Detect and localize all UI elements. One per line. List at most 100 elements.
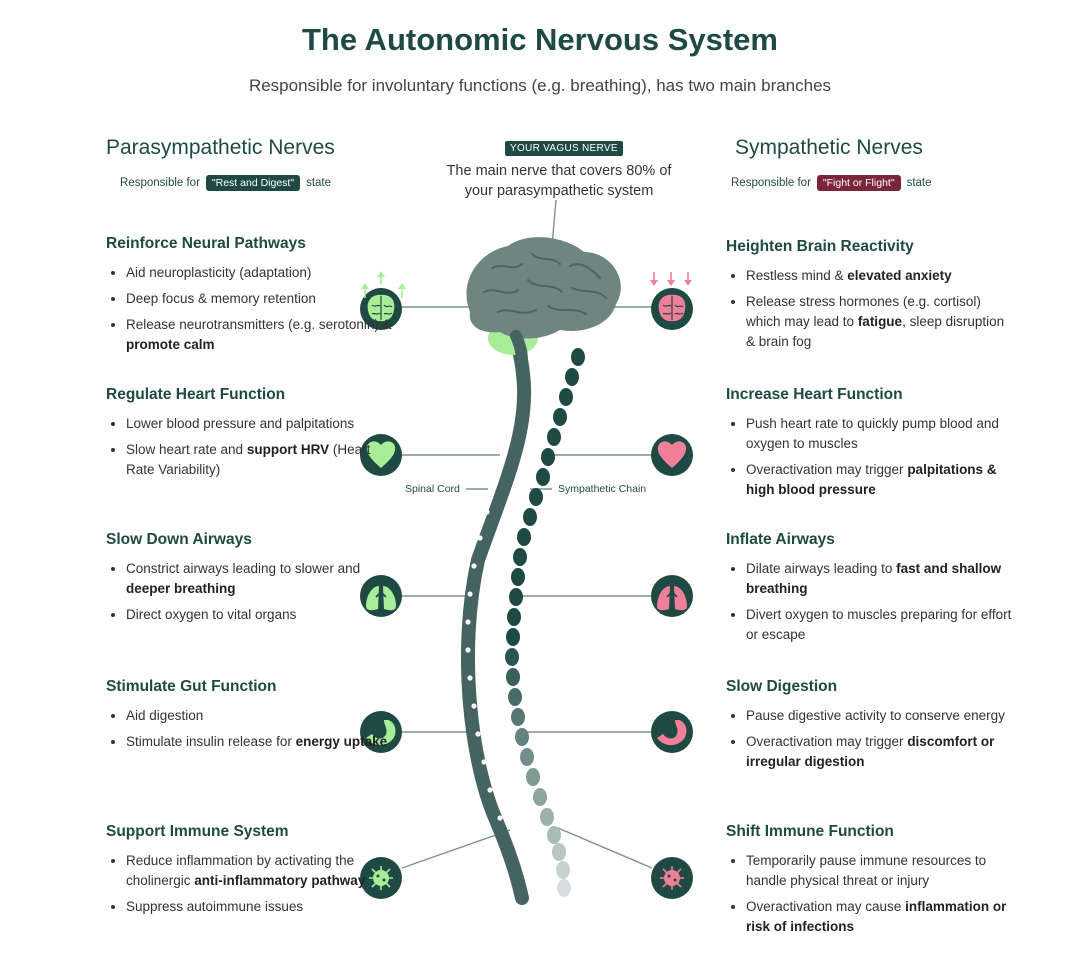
left-icons xyxy=(360,271,406,899)
parasympathetic-responsible: Responsible for"Rest and Digest"state xyxy=(120,175,331,191)
bullet-item: Reduce inflammation by activating the ch… xyxy=(126,851,396,891)
responsible-prefix: Responsible for xyxy=(120,177,200,189)
bullet-item: Temporarily pause immune resources to ha… xyxy=(746,851,1016,891)
bullet-text-bold: inflammation or risk of infections xyxy=(746,899,1007,934)
bullet-item: Aid digestion xyxy=(126,706,396,726)
chain-ganglion xyxy=(541,448,555,466)
section-heading: Slow Digestion xyxy=(726,678,838,695)
sympathetic-chain xyxy=(505,348,585,897)
para-section-4: Support Immune SystemReduce inflammation… xyxy=(106,823,396,923)
bullet-item: Dilate airways leading to fast and shall… xyxy=(746,559,1016,599)
section-heading: Inflate Airways xyxy=(726,531,835,548)
para-section-3: Stimulate Gut FunctionAid digestionStimu… xyxy=(106,678,396,758)
chain-ganglion xyxy=(513,548,527,566)
bullet-text-pre: Lower blood pressure and palpitations xyxy=(126,416,355,431)
symp-lungs-icon xyxy=(651,575,693,617)
chain-ganglion xyxy=(526,768,540,786)
bullet-text-pre: Pause digestive activity to conserve ene… xyxy=(746,708,1005,723)
chain-ganglion xyxy=(506,628,520,646)
symp-section-4: Shift Immune FunctionTemporarily pause i… xyxy=(726,823,1016,943)
parasympathetic-title: Parasympathetic Nerves xyxy=(106,136,335,159)
bullet-text-bold: support HRV xyxy=(246,442,330,457)
spinal-cord-label: Spinal Cord xyxy=(405,483,460,495)
bullet-text-pre: Deep focus & memory retention xyxy=(126,291,316,306)
spinal-dot xyxy=(467,591,473,597)
bullet-text-bold: elevated anxiety xyxy=(847,268,952,283)
chain-ganglion xyxy=(571,348,585,366)
vagus-nerve-description: The main nerve that covers 80% of your p… xyxy=(446,163,672,199)
section-heading: Stimulate Gut Function xyxy=(106,678,277,695)
chain-ganglion xyxy=(507,608,521,626)
spinal-dot xyxy=(465,619,471,625)
bullet-item: Lower blood pressure and palpitations xyxy=(126,414,396,434)
chain-ganglion xyxy=(556,861,570,879)
section-heading: Heighten Brain Reactivity xyxy=(726,238,914,255)
bullet-item: Stimulate insulin release for energy upt… xyxy=(126,732,396,752)
chain-ganglion xyxy=(559,388,573,406)
spinal-dot xyxy=(497,815,503,821)
chain-ganglion xyxy=(517,528,531,546)
chain-ganglion xyxy=(553,408,567,426)
bullet-text-pre: Suppress autoimmune issues xyxy=(126,899,304,914)
section-heading: Increase Heart Function xyxy=(726,386,903,403)
bullet-item: Pause digestive activity to conserve ene… xyxy=(746,706,1016,726)
chain-ganglion xyxy=(529,488,543,506)
bullet-item: Deep focus & memory retention xyxy=(126,289,396,309)
rest-and-digest-badge: "Rest and Digest" xyxy=(205,175,301,191)
spinal-cord-dots xyxy=(465,509,523,849)
chain-ganglion xyxy=(506,668,520,686)
bullet-text-bold: deeper breathing xyxy=(126,581,236,596)
bullet-item: Constrict airways leading to slower and … xyxy=(126,559,396,599)
bullet-text-pre: Constrict airways leading to slower and xyxy=(126,561,361,576)
sympathetic-responsible: Responsible for"Fight or Flight"state xyxy=(731,175,932,191)
bullet-list: Aid neuroplasticity (adaptation) Deep foc… xyxy=(106,263,396,355)
bullet-list: Pause digestive activity to conserve ene… xyxy=(726,706,1016,772)
symp-brain-icon xyxy=(650,272,693,330)
chain-ganglion xyxy=(515,728,529,746)
spinal-dot xyxy=(467,675,473,681)
section-heading: Shift Immune Function xyxy=(726,823,894,840)
chain-ganglion xyxy=(552,843,566,861)
bullet-item: Overactivation may cause inflammation or… xyxy=(746,897,1016,937)
spinal-dot xyxy=(511,829,517,835)
chain-ganglion xyxy=(505,648,519,666)
bullet-text-post: , sleep disruption & brain fog xyxy=(746,314,1005,349)
sympathetic-title: Sympathetic Nerves xyxy=(735,136,923,159)
bullet-text-pre: Slow heart rate and xyxy=(126,442,247,457)
bullet-list: Constrict airways leading to slower and … xyxy=(106,559,396,625)
section-heading: Regulate Heart Function xyxy=(106,386,286,403)
spinal-dot xyxy=(477,535,483,541)
bullet-list: Lower blood pressure and palpitationsSlo… xyxy=(106,414,396,480)
spinal-dot xyxy=(484,509,490,515)
bullet-list: Dilate airways leading to fast and shall… xyxy=(726,559,1016,645)
bullet-text-bold: promote calm xyxy=(126,337,215,352)
spinal-dot xyxy=(481,759,487,765)
bullet-text-bold: anti-inflammatory pathway xyxy=(194,873,366,888)
bullet-list: Reduce inflammation by activating the ch… xyxy=(106,851,396,917)
chain-ganglion xyxy=(547,826,561,844)
bullet-text-pre: Aid neuroplasticity (adaptation) xyxy=(126,265,312,280)
para-stomach-icon xyxy=(360,711,402,753)
bullet-text-pre: Push heart rate to quickly pump blood an… xyxy=(746,416,999,451)
para-section-2: Slow Down AirwaysConstrict airways leadi… xyxy=(106,531,396,631)
chain-ganglion xyxy=(533,788,547,806)
brain-shape xyxy=(466,237,621,339)
spinal-cord xyxy=(460,348,532,905)
spinal-dot xyxy=(471,703,477,709)
spinal-dot xyxy=(475,731,481,737)
chain-ganglion xyxy=(511,568,525,586)
bullet-text-pre: Overactivation may trigger xyxy=(746,462,908,477)
vagus-nerve-badge: YOUR VAGUS NERVE xyxy=(505,141,623,156)
spinal-dot xyxy=(517,843,523,849)
brain-illustration xyxy=(466,237,621,368)
chain-ganglion xyxy=(520,748,534,766)
spinal-dot xyxy=(465,647,471,653)
chain-ganglion xyxy=(547,428,561,446)
sympathetic-chain-label: Sympathetic Chain xyxy=(558,483,647,495)
section-heading: Support Immune System xyxy=(106,823,289,840)
connector-immune-right xyxy=(557,827,653,869)
bullet-text-bold: palpitations & high blood pressure xyxy=(746,462,997,497)
bullet-item: Suppress autoimmune issues xyxy=(126,897,396,917)
bullet-list: Aid digestionStimulate insulin release f… xyxy=(106,706,396,752)
